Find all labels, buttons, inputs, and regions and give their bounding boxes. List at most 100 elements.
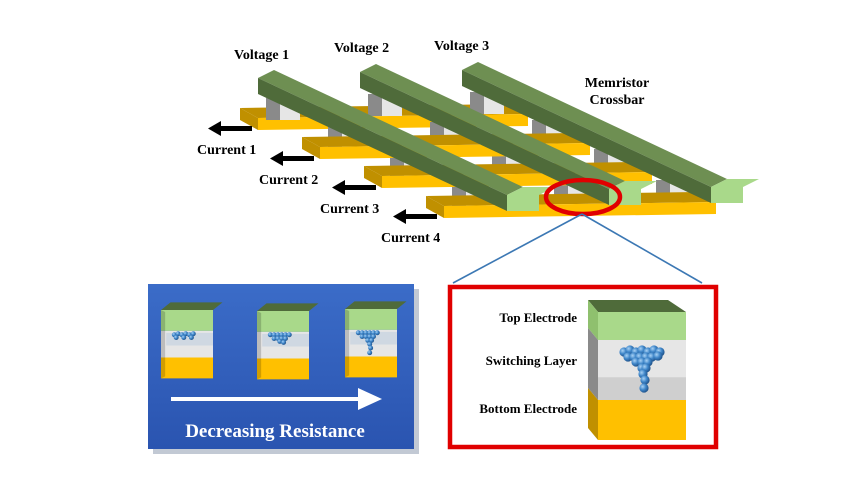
switching-pillar-side xyxy=(470,92,484,114)
resistance-cell-3 xyxy=(345,301,407,378)
ion-cluster xyxy=(355,330,380,356)
bottom-electrode-side-face xyxy=(302,137,320,159)
top-electrode-end-face xyxy=(507,187,555,211)
resistance-caption: Decreasing Resistance xyxy=(185,421,365,442)
ion xyxy=(363,334,369,340)
resistance-cell-1 xyxy=(161,302,223,379)
ion xyxy=(175,331,181,337)
ion xyxy=(371,334,376,340)
ion xyxy=(275,332,281,338)
current-arrow-2 xyxy=(270,151,314,166)
ion xyxy=(188,335,194,341)
detail-switching-left-face xyxy=(588,328,598,400)
switching-pillar-side xyxy=(368,94,382,116)
detail-bottom-left-face xyxy=(588,388,598,440)
crossbar-title-line2: Crossbar xyxy=(590,93,645,108)
ion xyxy=(367,350,373,356)
leader-line-right xyxy=(581,213,703,284)
ion xyxy=(368,345,374,351)
ion xyxy=(286,332,292,338)
ion xyxy=(363,330,369,336)
detail-top-electrode xyxy=(598,312,686,340)
ion-cluster xyxy=(267,332,292,345)
top-electrode-top-face xyxy=(360,64,625,189)
layer-label-switching-layer: Switching Layer xyxy=(486,353,578,368)
top-electrode-top-face xyxy=(462,62,727,187)
ion-cluster xyxy=(171,331,196,341)
ion xyxy=(283,332,288,338)
detail-top-left-face xyxy=(588,300,598,340)
ion xyxy=(279,332,285,338)
cube-top-electrode xyxy=(345,309,397,330)
ion xyxy=(277,338,283,344)
ion xyxy=(283,336,288,342)
top-electrode-top-face xyxy=(258,70,523,195)
ion xyxy=(173,335,179,341)
ion xyxy=(367,334,373,340)
layer-label-bottom-electrode: Bottom Electrode xyxy=(479,401,577,416)
current-label-3: Current 3 xyxy=(320,202,379,217)
crossbar-title-line1: Memristor xyxy=(585,76,650,91)
arrow-left-icon xyxy=(393,209,406,224)
arrow-left-icon xyxy=(332,180,345,195)
detail-top-face xyxy=(588,300,686,312)
detail-ion-cluster xyxy=(619,345,665,393)
current-label-1: Current 1 xyxy=(197,143,256,158)
current-label-4: Current 4 xyxy=(381,231,440,246)
cube-top-face xyxy=(345,301,407,309)
top-electrode-3 xyxy=(462,62,759,203)
ion xyxy=(371,330,376,336)
current-label-2: Current 2 xyxy=(259,173,318,188)
arrow-left-icon xyxy=(208,121,221,136)
cube-bottom-electrode xyxy=(161,357,213,379)
ion xyxy=(271,332,277,338)
ion xyxy=(190,331,196,337)
ion xyxy=(359,334,365,340)
leader-line-left xyxy=(452,213,583,284)
ion xyxy=(365,337,371,343)
cube-bottom-electrode xyxy=(345,356,397,378)
layer-label-top-electrode: Top Electrode xyxy=(499,310,577,325)
current-arrow-1 xyxy=(208,121,252,136)
voltage-label-2: Voltage 2 xyxy=(334,41,389,56)
voltage-label-1: Voltage 1 xyxy=(234,48,289,63)
direction-arrow xyxy=(171,388,382,410)
cube-bottom-electrode xyxy=(257,358,309,380)
cube-top-face xyxy=(161,302,223,310)
resistance-cell-2 xyxy=(257,303,319,380)
cube-top-electrode xyxy=(257,311,309,332)
current-arrow-3 xyxy=(332,180,376,195)
ion xyxy=(653,351,663,361)
detail-cell xyxy=(588,300,686,440)
resistance-panel: Decreasing Resistance xyxy=(148,284,419,454)
arrow-left-icon xyxy=(270,151,283,166)
ion xyxy=(640,375,650,385)
ion xyxy=(374,330,380,336)
bottom-electrode-side-face xyxy=(426,196,444,218)
top-electrode-side-face xyxy=(360,72,609,205)
cube-top-electrode xyxy=(161,310,213,331)
ion xyxy=(639,383,649,393)
ion xyxy=(281,339,287,345)
top-electrode-side-face xyxy=(462,70,711,203)
ion xyxy=(267,332,273,338)
ion xyxy=(183,331,189,337)
bottom-electrode-side-face xyxy=(240,108,258,130)
detail-bottom-electrode xyxy=(598,400,686,440)
cube-top-face xyxy=(257,303,319,311)
ion xyxy=(359,330,365,336)
top-electrode-side-face xyxy=(258,78,507,211)
memristor-crossbar xyxy=(240,62,759,218)
ion xyxy=(369,337,375,343)
cell-detail-panel: Top Electrode Switching Layer Bottom Ele… xyxy=(447,284,719,450)
voltage-label-3: Voltage 3 xyxy=(434,39,489,54)
top-electrode-1 xyxy=(258,70,555,211)
top-electrode-end-face xyxy=(711,179,759,203)
bottom-electrode-side-face xyxy=(364,166,382,188)
ion xyxy=(367,341,373,347)
arrow-right-icon xyxy=(358,388,382,410)
ion xyxy=(367,330,373,336)
ion xyxy=(181,335,187,341)
switching-pillar-side xyxy=(266,98,280,120)
ion xyxy=(271,336,277,342)
